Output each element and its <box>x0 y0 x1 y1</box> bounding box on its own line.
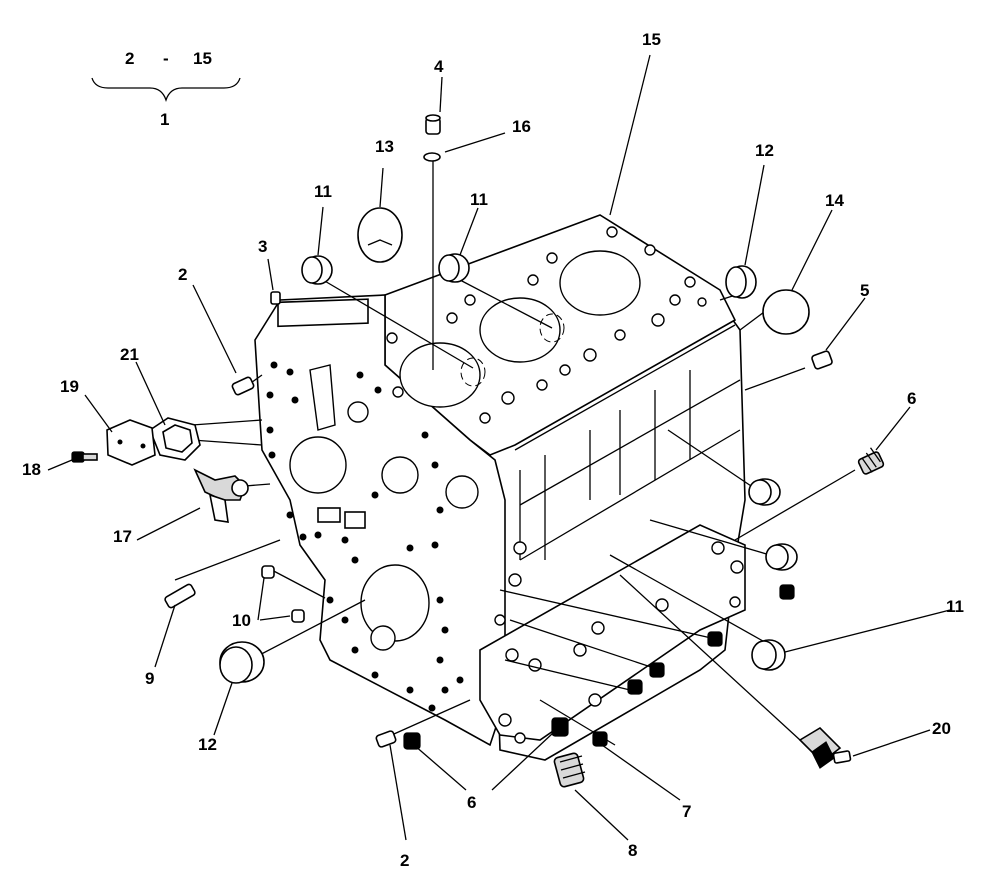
cylinder-bore-2 <box>479 297 561 363</box>
range-start-label: 2 <box>125 49 134 68</box>
callout-12a: 12 <box>755 141 774 160</box>
callout-3: 3 <box>258 237 267 256</box>
callout-14: 14 <box>825 191 844 210</box>
part-6b-side-plug <box>403 732 421 750</box>
part-8-plug <box>553 752 586 788</box>
part-6a-plug <box>857 447 885 475</box>
flange-bolt-holes <box>494 541 744 744</box>
callout-7: 7 <box>682 802 691 821</box>
part-small-plug-c <box>649 662 665 678</box>
front-bolt-holes <box>266 361 464 712</box>
part-13-plug <box>357 207 403 263</box>
crank-bore <box>360 564 430 642</box>
front-bore-mid <box>381 456 419 494</box>
callout-11a: 11 <box>314 182 332 201</box>
part-seal-right-1 <box>748 478 781 506</box>
part-21-gasket <box>149 417 201 461</box>
callout-19: 19 <box>60 377 79 396</box>
part-11c-plug <box>751 639 786 671</box>
part-9-pin <box>164 583 196 609</box>
part-seal-right-2 <box>765 543 798 571</box>
callout-leaders <box>47 54 951 841</box>
bore-1-hidden <box>460 357 486 387</box>
callout-2a: 2 <box>178 265 187 284</box>
lower-bore <box>370 625 396 651</box>
cylinder-bore-1 <box>399 342 481 408</box>
front-bore-small <box>347 401 369 423</box>
callout-4: 4 <box>434 57 444 76</box>
part-12a-plug <box>725 265 757 299</box>
part-14-plug <box>762 289 810 335</box>
part-4-plug <box>425 114 441 135</box>
part-small-plug-a <box>779 584 795 600</box>
callout-18: 18 <box>22 460 41 479</box>
callout-labels: 4 16 13 11 11 3 2 15 12 14 5 6 11 20 21 … <box>22 30 964 870</box>
callout-2b: 2 <box>400 851 409 870</box>
part-18-bolt <box>71 451 98 463</box>
part-6b-plug <box>551 717 569 737</box>
part-11a-plug <box>301 255 333 285</box>
front-slot <box>309 364 336 431</box>
cylinder-block <box>254 214 746 761</box>
part-10b-plug <box>291 609 305 623</box>
part-20-oil-switch <box>798 726 852 769</box>
part-2a-dowel <box>231 376 255 396</box>
side-ribs <box>514 324 741 561</box>
front-bore-right <box>445 475 479 509</box>
part-19-cover <box>106 419 156 466</box>
callout-10: 10 <box>232 611 251 630</box>
callout-17: 17 <box>113 527 132 546</box>
callout-11c: 11 <box>946 597 964 616</box>
callout-5: 5 <box>860 281 869 300</box>
part-small-plug-b <box>707 631 723 647</box>
top-bracket <box>277 298 369 328</box>
callout-15: 15 <box>642 30 661 49</box>
oil-pan-flange <box>479 524 746 741</box>
part-small-plug-d <box>627 679 643 695</box>
callout-12b: 12 <box>198 735 217 754</box>
front-bore-large <box>289 436 347 494</box>
callout-11b: 11 <box>470 190 488 209</box>
callout-6a: 6 <box>907 389 916 408</box>
part-5-dowel <box>811 350 833 370</box>
callout-8: 8 <box>628 841 637 860</box>
deck-water-holes <box>386 226 707 424</box>
part-10a-plug <box>261 565 275 579</box>
callout-20: 20 <box>932 719 951 738</box>
callout-6b: 6 <box>467 793 476 812</box>
assembly-number-label: 1 <box>160 110 169 129</box>
part-17-drain-cock <box>193 468 249 523</box>
brace-shape <box>91 77 241 103</box>
part-7-plug <box>592 731 608 747</box>
part-11b-plug <box>438 253 470 283</box>
front-pad-b <box>344 511 366 529</box>
explode-lines <box>174 160 856 746</box>
part-12b-seal <box>219 641 265 684</box>
range-end-label: 15 <box>193 49 212 68</box>
front-pad-a <box>317 507 341 523</box>
range-dash-label: - <box>163 49 169 68</box>
bore-2-hidden <box>539 313 565 343</box>
cylinder-bore-3 <box>559 250 641 316</box>
callout-9: 9 <box>145 669 154 688</box>
callout-13: 13 <box>375 137 394 156</box>
range-bracket: 2 - 15 1 <box>91 49 241 129</box>
part-3-pin <box>270 291 281 305</box>
part-16-o-ring <box>423 152 441 162</box>
callout-16: 16 <box>512 117 531 136</box>
callout-21: 21 <box>120 345 139 364</box>
part-2b-dowel <box>375 730 397 748</box>
